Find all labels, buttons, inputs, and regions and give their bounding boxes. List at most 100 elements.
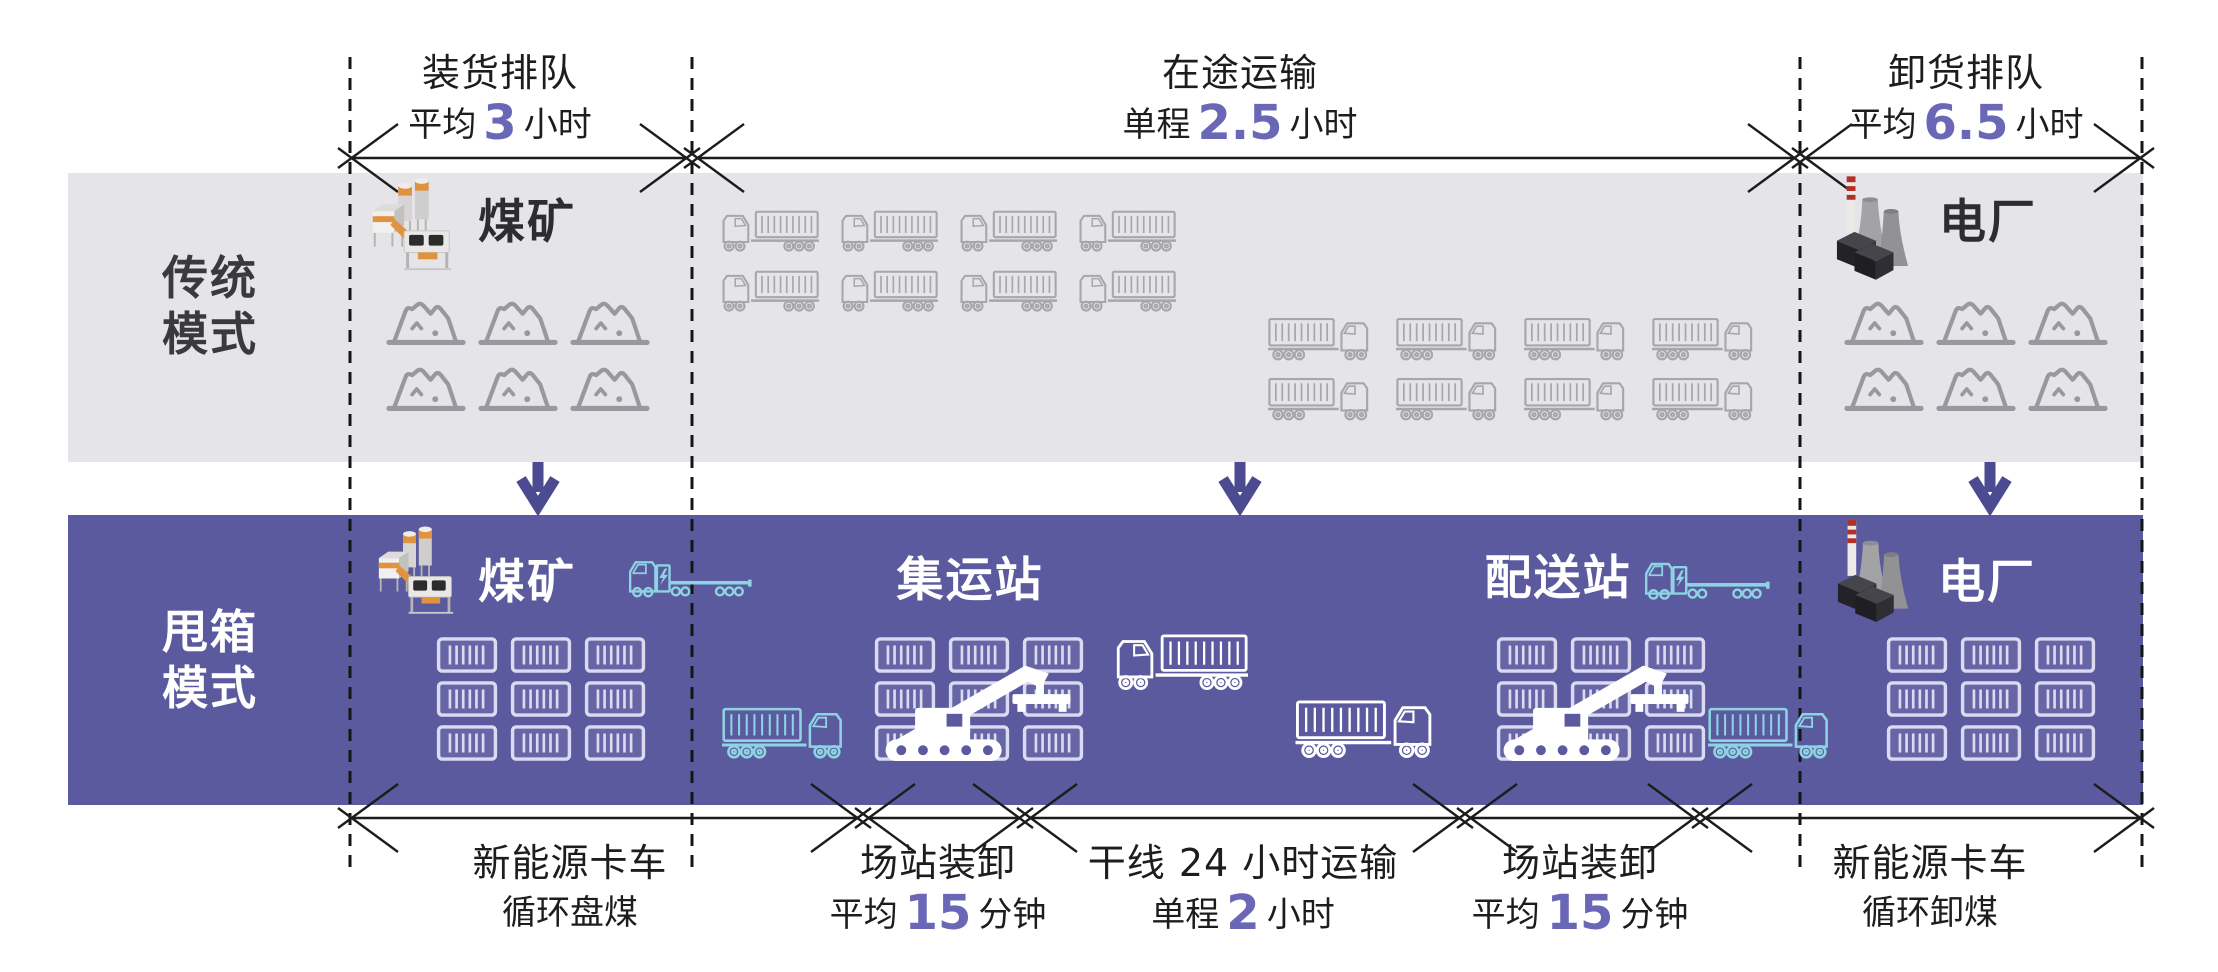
- coal-pile-icon: [2028, 298, 2108, 348]
- container-grid-plant: [1885, 637, 2107, 769]
- coal-pile-icon: [2028, 364, 2108, 414]
- container-truck-icon: [1268, 317, 1369, 361]
- bottom-annotation-truck-loop-unload: 新能源卡车 循环卸煤: [1832, 840, 2027, 938]
- coal-pile-icon: [570, 364, 650, 414]
- container-truck-icon: [721, 210, 819, 253]
- container-icon: [2034, 681, 2096, 717]
- container-icon: [510, 637, 572, 673]
- coal-mine-icon: [377, 525, 455, 614]
- container-icon: [584, 637, 646, 673]
- container-icon: [436, 725, 498, 761]
- down-arrow-icons: [516, 462, 2012, 517]
- annotation-label: 场站装卸: [859, 841, 1017, 885]
- drop-mine-label: 煤矿: [478, 555, 576, 610]
- truck-convoy-return: [1268, 312, 1780, 432]
- dispatch-station-label: 配送站: [1484, 551, 1632, 606]
- container-icon: [2034, 725, 2096, 761]
- container-truck-icon: [1396, 317, 1497, 361]
- loaded-container-truck-icon: [1116, 634, 1248, 690]
- annotation-unit: 分钟: [978, 895, 1047, 935]
- annotation-unit: 小时: [523, 105, 592, 145]
- container-icon: [510, 725, 572, 761]
- traditional-mine-label: 煤矿: [478, 195, 576, 250]
- container-icon: [510, 681, 572, 717]
- annotation-unit: 分钟: [1620, 895, 1689, 935]
- container-icon: [1886, 681, 1948, 717]
- container-truck-icon: [840, 210, 938, 253]
- container-icon: [1960, 725, 2022, 761]
- container-truck-icon: [1652, 377, 1753, 421]
- truck-convoy-outbound: [716, 204, 1192, 324]
- loaded-container-truck-icon: [1708, 707, 1829, 759]
- annotation-unit: 小时: [1266, 895, 1335, 935]
- annotation-sub: 循环盘煤: [501, 893, 638, 933]
- annotation-prefix: 平均: [1471, 895, 1540, 935]
- annotation-label: 装货排队: [421, 51, 578, 95]
- container-truck-icon: [1078, 270, 1176, 313]
- container-truck-icon: [1078, 210, 1176, 253]
- annotation-label: 新能源卡车: [1832, 841, 2028, 885]
- coal-pile-grid-mine: [386, 298, 662, 430]
- coal-pile-icon: [570, 298, 650, 348]
- container-icon: [584, 681, 646, 717]
- coal-pile-icon: [1844, 364, 1924, 414]
- bottom-annotation-truck-loop-load: 新能源卡车 循环盘煤: [472, 840, 667, 938]
- container-truck-icon: [1396, 377, 1497, 421]
- container-truck-icon: [1652, 317, 1753, 361]
- container-icon: [1886, 637, 1948, 673]
- power-plant-icon: [1837, 520, 1909, 623]
- container-truck-icon: [840, 270, 938, 313]
- flatbed-truck-icon: [1644, 562, 1770, 600]
- coal-pile-icon: [1936, 298, 2016, 348]
- coal-mine-icon: [371, 176, 453, 271]
- annotation-value: 2: [1226, 885, 1260, 941]
- coal-pile-icon: [478, 298, 558, 348]
- traditional-mode-band: [68, 173, 2143, 462]
- annotation-value: 15: [1546, 885, 1614, 941]
- drop-mode-row-label: 甩箱 模式: [162, 605, 258, 715]
- container-icon: [1960, 681, 2022, 717]
- coal-pile-icon: [478, 364, 558, 414]
- loaded-container-truck-icon: [1293, 700, 1432, 758]
- annotation-sub: 循环卸煤: [1861, 893, 1998, 933]
- power-plant-icon: [1836, 176, 1909, 280]
- down-arrow-icon: [1968, 462, 2012, 517]
- container-icon: [2034, 637, 2096, 673]
- annotation-value: 6.5: [1923, 95, 2009, 151]
- coal-pile-icon: [386, 298, 466, 348]
- coal-pile-grid-plant: [1844, 298, 2120, 430]
- container-icon: [1886, 725, 1948, 761]
- traditional-plant-label: 电厂: [1939, 195, 2037, 250]
- container-truck-icon: [1268, 377, 1369, 421]
- annotation-label: 在途运输: [1161, 51, 1318, 95]
- annotation-prefix: 单程: [1151, 895, 1220, 935]
- coal-pile-icon: [1844, 298, 1924, 348]
- reach-stacker-crane-icon: [1503, 665, 1689, 762]
- container-truck-icon: [721, 270, 819, 313]
- annotation-value: 2.5: [1197, 95, 1283, 151]
- annotation-prefix: 平均: [408, 105, 477, 145]
- coal-pile-icon: [386, 364, 466, 414]
- loaded-container-truck-icon: [722, 707, 843, 759]
- container-truck-icon: [1524, 377, 1625, 421]
- annotation-label: 场站装卸: [1501, 841, 1659, 885]
- container-icon: [436, 681, 498, 717]
- annotation-unit: 小时: [2015, 105, 2084, 145]
- annotation-value: 3: [483, 95, 517, 151]
- container-truck-icon: [1524, 317, 1625, 361]
- reach-stacker-crane-icon: [885, 665, 1071, 762]
- annotation-label: 新能源卡车: [472, 841, 668, 885]
- traditional-mode-row-label: 传统 模式: [162, 251, 258, 361]
- down-arrow-icon: [516, 462, 560, 517]
- annotation-prefix: 平均: [1848, 105, 1917, 145]
- down-arrow-icon: [1218, 462, 1262, 517]
- flatbed-truck-icon: [628, 560, 752, 598]
- annotation-label: 卸货排队: [1887, 51, 2044, 95]
- container-icon: [1960, 637, 2022, 673]
